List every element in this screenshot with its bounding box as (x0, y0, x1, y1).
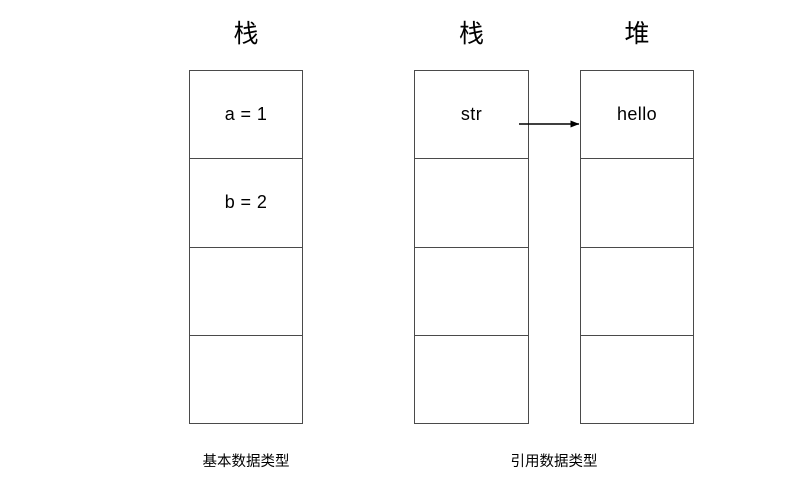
primitive-stack-cell-0: a = 1 (190, 71, 302, 160)
primitive-stack-cell-3 (190, 336, 302, 423)
reference-heap-cell-3 (581, 336, 693, 423)
reference-heap-cell-0: hello (581, 71, 693, 160)
primitive-stack-title: 栈 (233, 19, 259, 48)
reference-stack-cell-1 (415, 159, 528, 248)
reference-heap-title: 堆 (624, 19, 650, 48)
primitive-types-caption: 基本数据类型 (202, 454, 290, 470)
reference-heap-cell-1 (581, 159, 693, 248)
reference-stack-cell-0: str (415, 71, 528, 160)
reference-heap-column: hello (580, 70, 694, 424)
primitive-stack-cell-2 (190, 248, 302, 336)
reference-stack-cell-2 (415, 248, 528, 336)
primitive-stack-column: a = 1 b = 2 (189, 70, 303, 424)
reference-stack-title: 栈 (458, 19, 484, 48)
reference-stack-cell-3 (415, 336, 528, 423)
reference-stack-column: str (414, 70, 529, 424)
reference-heap-cell-2 (581, 248, 693, 336)
reference-types-caption: 引用数据类型 (510, 454, 598, 470)
primitive-stack-cell-1: b = 2 (190, 159, 302, 248)
